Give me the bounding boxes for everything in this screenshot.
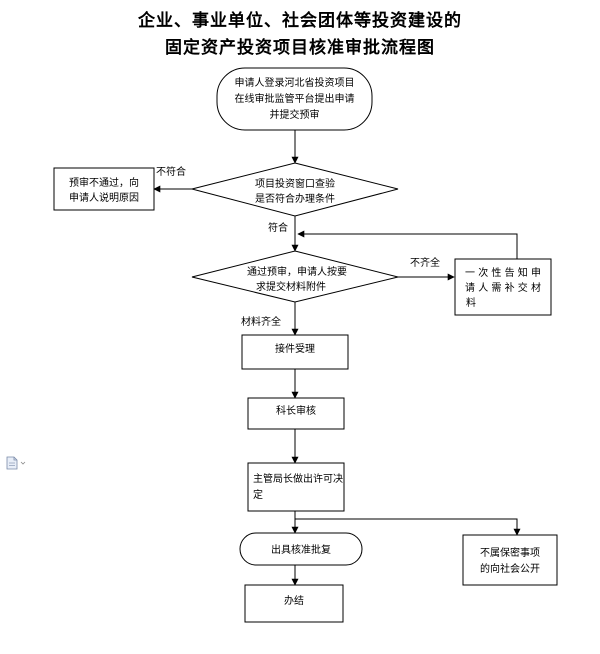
node-director-decision-text-1: 主管局长做出许可决 bbox=[253, 472, 343, 485]
node-director-decision-text-2: 定 bbox=[253, 488, 263, 501]
node-supplement-text-1: 一 次 性 告 知 申 bbox=[465, 266, 541, 279]
node-reject-text-1: 预审不通过，向 bbox=[69, 176, 139, 189]
node-director-decision-shape bbox=[247, 462, 345, 512]
node-reject-text-2: 申请人说明原因 bbox=[69, 191, 139, 204]
node-check-window-shape bbox=[191, 162, 399, 217]
node-section-review-shape bbox=[247, 397, 345, 430]
nodes bbox=[53, 67, 558, 623]
node-pass-materials-shape bbox=[191, 250, 399, 303]
node-accept-text: 接件受理 bbox=[275, 342, 315, 355]
node-done-shape bbox=[244, 584, 344, 623]
edge-decision-to-public bbox=[295, 518, 521, 536]
node-pass-materials-text-1: 通过预审，申请人按要 bbox=[247, 265, 347, 278]
document-icon bbox=[6, 456, 26, 470]
edge-label-incomplete: 不齐全 bbox=[410, 256, 440, 269]
page-title-line-2: 固定资产投资项目核准审批流程图 bbox=[165, 38, 435, 58]
node-check-window-text-2: 是否符合办理条件 bbox=[255, 192, 335, 205]
edge-label-match: 符合 bbox=[268, 221, 288, 234]
edge-supplement-loop-back bbox=[297, 230, 518, 259]
node-done-text: 办结 bbox=[284, 594, 304, 607]
edge-label-complete: 材料齐全 bbox=[241, 315, 281, 328]
node-approval-text: 出具核准批复 bbox=[271, 543, 331, 556]
node-public-shape bbox=[462, 534, 558, 586]
node-start-shape bbox=[216, 67, 373, 131]
node-start-text-1: 申请人登录河北省投资项目 bbox=[235, 76, 355, 89]
node-check-window-text-1: 项目投资窗口查验 bbox=[255, 177, 335, 190]
node-approval-shape bbox=[239, 532, 363, 566]
node-supplement-text-2: 请 人 需 补 交 材 bbox=[465, 281, 541, 294]
node-section-review-text: 科长审核 bbox=[276, 404, 316, 417]
node-public-text-2: 的向社会公开 bbox=[480, 562, 540, 575]
node-public-text-1: 不属保密事项 bbox=[480, 546, 540, 559]
node-accept-shape bbox=[241, 334, 349, 370]
node-pass-materials-text-2: 求提交材料附件 bbox=[256, 280, 326, 293]
node-start-text-3: 并提交预审 bbox=[270, 108, 320, 121]
node-supplement-text-3: 料 bbox=[466, 296, 476, 309]
node-reject-shape bbox=[53, 167, 155, 211]
page-title-line-1: 企业、事业单位、社会团体等投资建设的 bbox=[138, 11, 462, 31]
node-start-text-2: 在线审批监管平台提出申请 bbox=[235, 92, 355, 105]
node-supplement-shape bbox=[454, 258, 552, 316]
edges bbox=[153, 130, 521, 586]
edge-label-not-match: 不符合 bbox=[156, 165, 186, 178]
